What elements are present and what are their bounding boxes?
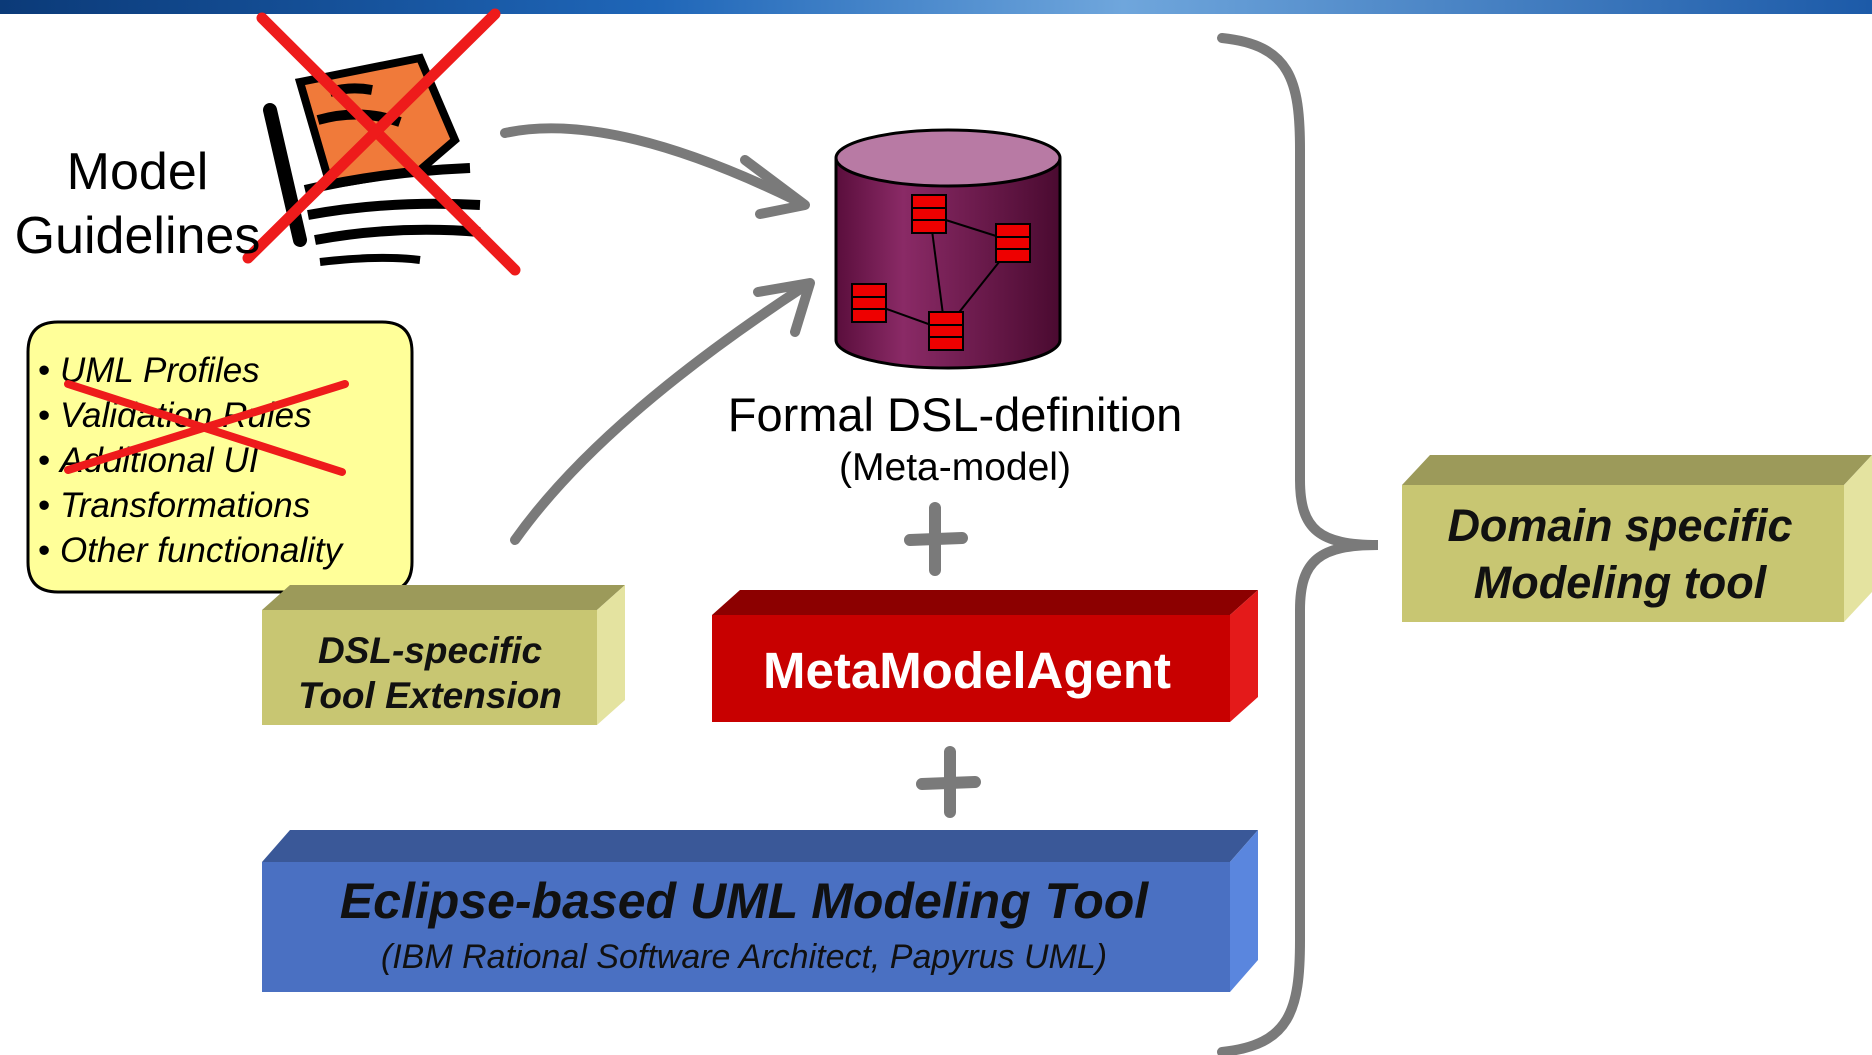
eclipse-tool-label: Eclipse-based UML Modeling Tool — [339, 873, 1149, 929]
tool-extension-label: DSL-specific Tool Extension — [262, 628, 598, 718]
plus-icon-upper — [904, 502, 968, 576]
domain-tool-line1: Domain specific — [1447, 500, 1793, 551]
meta-model-agent-box — [712, 590, 1258, 722]
arrowhead-top — [740, 155, 810, 219]
tool-extension-box — [262, 585, 625, 725]
metamodel-cylinder-icon — [834, 128, 1062, 370]
callout-item-other-functionality: Other functionality — [38, 528, 418, 573]
plus-icon-lower — [916, 746, 981, 818]
big-cross-icon — [242, 8, 521, 276]
arrow-guidelines-to-metamodel — [500, 123, 800, 205]
eclipse-tool-sublabel: (IBM Rational Software Architect, Papyru… — [380, 938, 1108, 976]
arrow-extension-to-metamodel — [510, 281, 810, 545]
tool-extension-line2: Tool Extension — [298, 675, 562, 716]
eclipse-tool-box — [262, 830, 1258, 992]
right-brace — [1217, 33, 1379, 1055]
dsl-definition-title: Formal DSL-definition — [727, 388, 1183, 441]
callout-list: UML Profiles Validation Rules Additional… — [38, 348, 418, 573]
model-guidelines-line1: Model — [66, 143, 209, 201]
callout-item-validation-rules: Validation Rules — [38, 393, 418, 438]
callout-item-uml-profiles: UML Profiles — [38, 348, 418, 393]
dsl-definition-subtitle: (Meta-model) — [839, 446, 1071, 489]
callout-item-transformations: Transformations — [38, 483, 418, 528]
domain-tool-label: Domain specific Modeling tool — [1400, 497, 1840, 611]
small-cross-icon — [64, 380, 349, 476]
meta-model-agent-label: MetaModelAgent — [763, 642, 1171, 699]
arrowhead-bottom — [753, 278, 815, 337]
top-banner-band — [0, 0, 1872, 14]
domain-tool-line2: Modeling tool — [1473, 557, 1767, 608]
model-guidelines-line2: Guidelines — [14, 207, 261, 265]
model-guidelines-label: Model Guidelines — [10, 140, 265, 268]
domain-tool-box — [1402, 455, 1872, 622]
tool-extension-line1: DSL-specific — [317, 630, 543, 671]
